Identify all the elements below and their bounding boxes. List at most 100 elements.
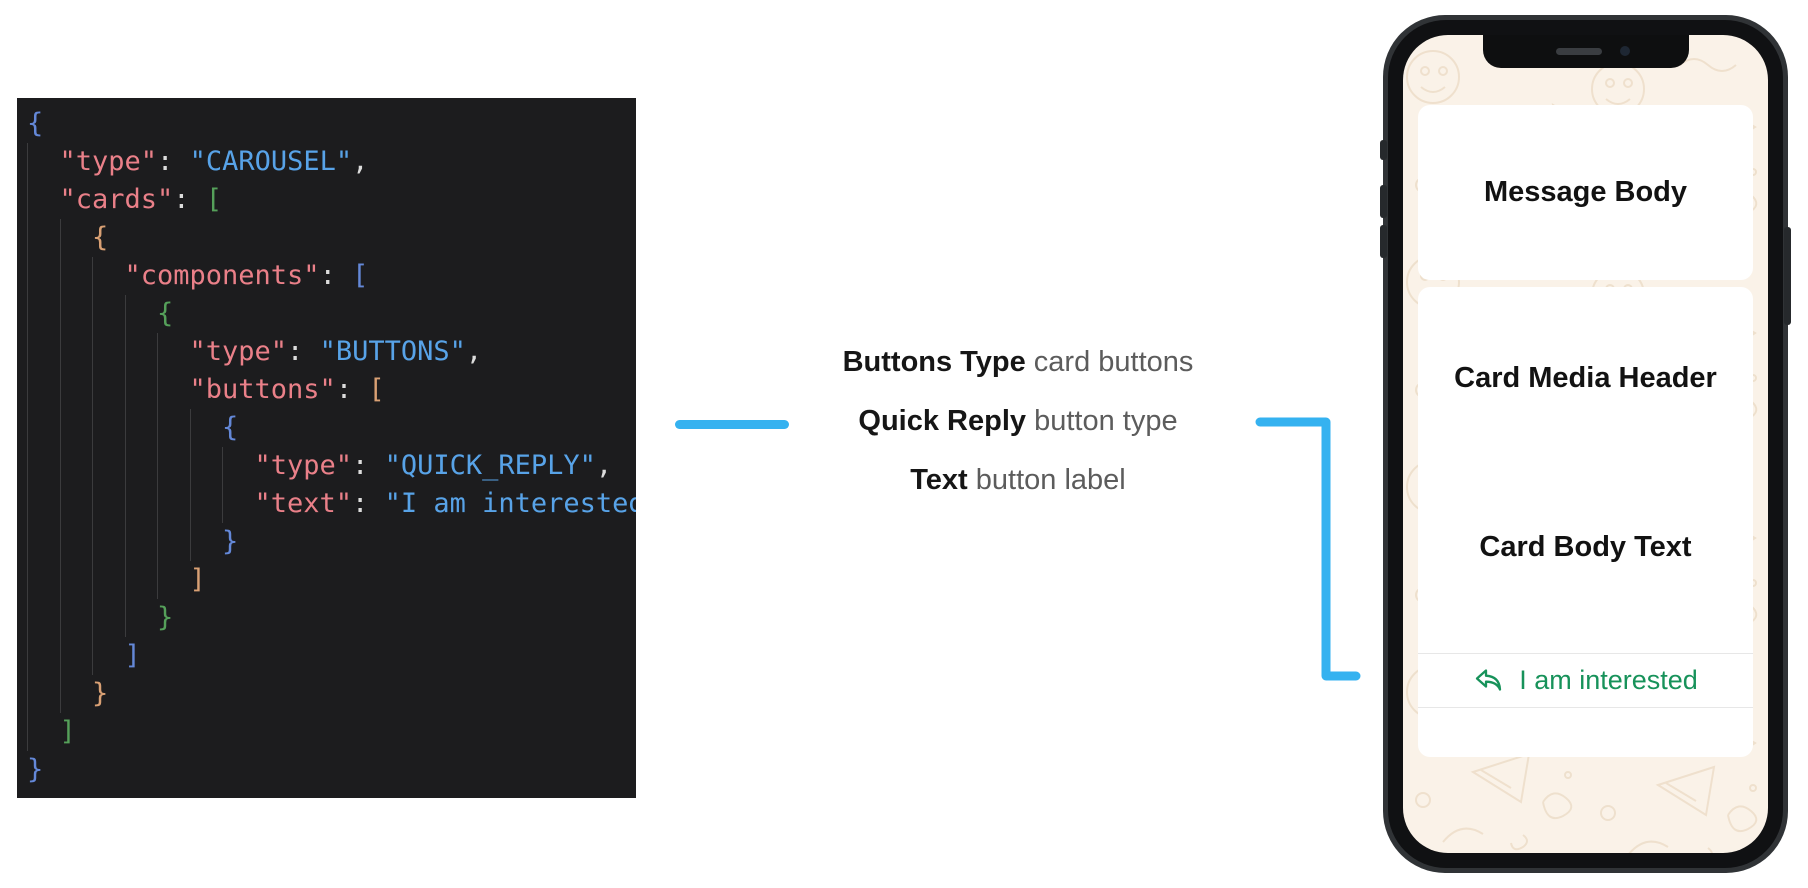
indent-guide	[124, 561, 158, 599]
quick-reply-label: I am interested	[1519, 665, 1698, 695]
indent-guide	[189, 447, 223, 485]
phone-screen: Message Body Card Media Header Card Body…	[1403, 35, 1768, 853]
phone-mockup: Message Body Card Media Header Card Body…	[1380, 15, 1791, 873]
volume-down-button	[1380, 225, 1387, 258]
indent-guide	[27, 257, 60, 295]
indent-guide	[222, 447, 255, 485]
indent-guide	[27, 409, 60, 447]
indent-guide	[157, 485, 190, 523]
quick-reply-button[interactable]: I am interested	[1418, 654, 1753, 707]
annotation-bold-label: Quick Reply	[858, 405, 1027, 437]
card-divider	[1418, 707, 1753, 708]
code-line: {	[27, 409, 626, 447]
indent-guide	[157, 333, 190, 371]
code-line: }	[27, 675, 626, 713]
annotation-block: Buttons Type card buttons Quick Reply bu…	[758, 333, 1278, 510]
indent-guide	[157, 409, 190, 447]
indent-guide	[27, 637, 60, 675]
annotation-quick-reply: Quick Reply button type	[758, 392, 1278, 451]
phone-bezel: Message Body Card Media Header Card Body…	[1388, 20, 1783, 868]
code-line: {	[27, 295, 626, 333]
annotation-description: card buttons	[1033, 346, 1194, 378]
card-media-header-text: Card Media Header	[1454, 362, 1717, 394]
indent-guide	[92, 485, 125, 523]
indent-guide	[27, 143, 60, 181]
indent-guide	[59, 599, 93, 637]
indent-guide	[92, 447, 125, 485]
indent-guide	[59, 219, 93, 257]
indent-guide	[27, 447, 60, 485]
code-line: {	[27, 108, 44, 139]
indent-guide	[124, 409, 158, 447]
code-line: "type": "QUICK_REPLY",	[27, 447, 626, 485]
indent-guide	[189, 409, 223, 447]
indent-guide	[27, 599, 60, 637]
indent-guide	[157, 523, 190, 561]
annotation-buttons-type: Buttons Type card buttons	[758, 333, 1278, 392]
power-button	[1784, 227, 1791, 325]
indent-guide	[92, 371, 125, 409]
indent-guide	[59, 447, 93, 485]
indent-guide	[59, 371, 93, 409]
code-line: {	[27, 219, 626, 257]
annotation-bold-label: Buttons Type	[842, 346, 1026, 378]
indent-guide	[92, 599, 125, 637]
indent-guide	[157, 371, 190, 409]
code-line: "type": "CAROUSEL",	[27, 143, 626, 181]
indent-guide	[92, 409, 125, 447]
indent-guide	[92, 523, 125, 561]
indent-guide	[157, 561, 190, 599]
front-camera	[1619, 46, 1630, 56]
indent-guide	[59, 485, 93, 523]
code-line: "cards": [	[27, 181, 626, 219]
annotation-text-label: Text button label	[758, 451, 1278, 510]
volume-up-button	[1380, 185, 1387, 218]
indent-guide	[124, 295, 158, 333]
code-line: }	[27, 599, 626, 637]
indent-guide	[124, 447, 158, 485]
json-code-block: {"type": "CAROUSEL","cards": [{"componen…	[17, 98, 636, 798]
indent-guide	[27, 713, 60, 751]
message-body-text: Message Body	[1483, 176, 1688, 208]
message-body-card: Message Body	[1418, 105, 1753, 280]
indent-guide	[124, 485, 158, 523]
code-line: "components": [	[27, 257, 626, 295]
code-line: ]	[27, 637, 626, 675]
indent-guide	[59, 295, 93, 333]
indent-guide	[27, 485, 60, 523]
indent-guide	[59, 637, 93, 675]
annotation-bold-label: Text	[910, 464, 968, 496]
indent-guide	[124, 523, 158, 561]
indent-guide	[59, 257, 93, 295]
phone-notch	[1482, 35, 1689, 68]
indent-guide	[189, 523, 223, 561]
indent-guide	[92, 333, 125, 371]
indent-guide	[92, 637, 125, 675]
connector-dash	[675, 420, 789, 429]
indent-guide	[59, 561, 93, 599]
code-line: "text": "I am interested"	[27, 485, 636, 523]
code-line: "type": "BUTTONS",	[27, 333, 626, 371]
indent-guide	[222, 485, 255, 523]
indent-guide	[157, 447, 190, 485]
code-line: "buttons": [	[27, 371, 626, 409]
indent-guide	[124, 599, 158, 637]
code-line: }	[27, 523, 626, 561]
card-body-text: Card Body Text	[1479, 531, 1692, 563]
speaker-grille	[1555, 48, 1602, 55]
indent-guide	[27, 181, 60, 219]
annotation-description: button type	[1034, 405, 1178, 437]
indent-guide	[124, 371, 158, 409]
mute-switch	[1380, 140, 1387, 160]
indent-guide	[27, 561, 60, 599]
indent-guide	[189, 485, 223, 523]
indent-guide	[59, 409, 93, 447]
indent-guide	[92, 257, 125, 295]
indent-guide	[59, 333, 93, 371]
indent-guide	[27, 675, 60, 713]
indent-guide	[27, 219, 60, 257]
card-divider	[1418, 653, 1753, 654]
reply-arrow-icon	[1476, 669, 1502, 691]
indent-guide	[124, 333, 158, 371]
indent-guide	[59, 675, 93, 713]
